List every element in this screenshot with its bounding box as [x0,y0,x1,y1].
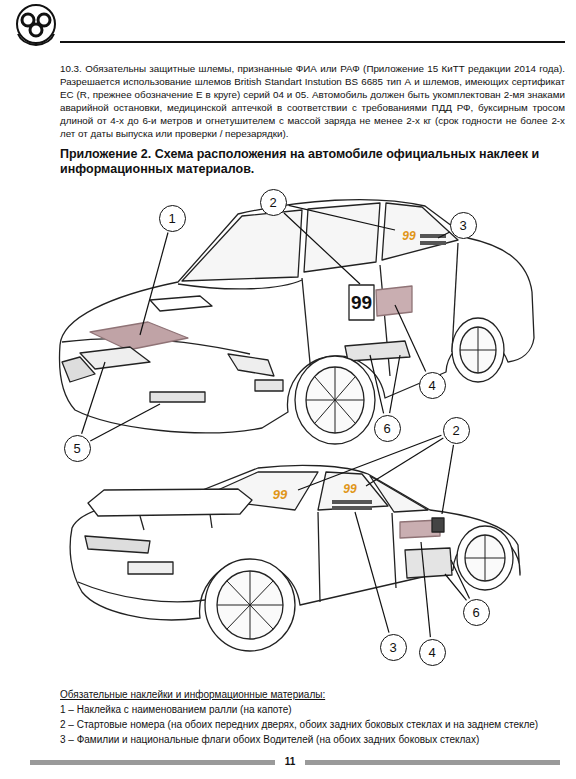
number-plate [349,285,374,320]
callout-number: 3 [450,212,477,239]
logo-mark [30,24,42,36]
rear-spoiler [88,489,252,516]
callout-text: 4 [428,646,435,659]
page-heading: Приложение 2. Схема расположения на авто… [60,147,565,177]
callout-number: 5 [64,435,91,462]
name-strip [332,500,372,504]
name-strip [420,241,446,245]
car-rear-view [70,465,520,651]
bumper-sticker [150,392,205,402]
plate-area [128,562,173,574]
door-line [318,512,396,602]
leader-line [90,404,160,441]
leader-line [390,355,400,413]
callout-text: 4 [428,379,435,392]
rim-spokes [217,571,283,639]
callout-number: 2 [443,417,470,444]
callout-number: 4 [419,639,446,666]
leader-line [370,355,384,413]
leader-line [82,362,105,434]
door-sticker [376,286,412,316]
logo-ring [17,5,55,43]
callout-number: 4 [419,372,446,399]
windshield [182,210,302,281]
rim [460,327,496,373]
rim [465,535,505,581]
leader-line [355,512,389,633]
callout-number: 3 [380,634,407,661]
leader-line [298,435,441,490]
start-number: 99 [273,487,287,503]
wheel [205,559,295,651]
door-strip [345,341,410,361]
hood-scoop [150,296,212,311]
callout-number: 6 [374,415,401,442]
leader-line [438,232,450,238]
rear-side-window [318,472,388,510]
spoiler-stand [140,514,212,530]
rim [306,367,364,433]
tail-light [85,536,150,553]
side-window [304,203,380,272]
door-strip [405,548,452,578]
callout-text: 6 [472,606,479,619]
callout-text: 1 [168,212,175,225]
rim [217,571,283,639]
callout-text: 3 [389,641,396,654]
leader-lines [82,205,470,637]
name-strip [332,506,372,510]
callout-number: 2 [260,189,287,216]
hood-sticker [90,322,188,350]
footer-bar [30,760,275,765]
number-plate [432,518,444,532]
grille [62,357,95,382]
logo-wreath [18,34,54,45]
page-number: 11 [285,755,296,768]
wheel [295,356,375,444]
leader-line [140,233,168,336]
leader-line [421,542,430,637]
callout-text: 2 [452,424,459,437]
leader-line [451,560,470,599]
header-rule [60,41,565,43]
rim-spokes [460,327,496,373]
list-item: 2 – Стартовые номера (на обоих передних … [60,718,572,731]
start-number: 99 [343,482,356,497]
footer-bar [305,760,560,765]
body-paragraph: 10.3. Обязательны защитные шлемы, призна… [60,62,565,140]
logo-emblem [17,5,55,45]
leader-line [366,438,443,486]
wheel [457,526,513,590]
rear-side-window [382,203,458,260]
leader-line [289,205,395,230]
leader-line [395,305,426,371]
rim-spokes [465,535,505,581]
leader-line [445,574,467,600]
car-body [70,465,520,620]
callout-text: 6 [383,422,390,435]
leader-line [442,445,454,514]
rim-spokes [306,367,364,433]
callout-number: 1 [159,205,186,232]
side-window [370,476,428,512]
start-number: 99 [402,229,415,244]
callout-text: 5 [73,442,80,455]
start-number: 99 [351,291,372,315]
callout-text: 2 [269,196,276,209]
list-item: 1 – Наклейка с наименованием ралли (на к… [60,703,572,716]
side-marker [255,380,283,391]
leader-line [284,213,360,284]
hood-edge [178,280,302,289]
headlight [80,347,150,369]
list-heading: Обязательные наклейки и информационные м… [60,688,570,701]
headlight [228,354,274,376]
callout-text: 3 [459,219,466,232]
car-front-view [60,200,534,444]
list-item: 3 – Фамилии и национальные флаги обоих В… [60,733,572,746]
rear-bumper [78,582,205,602]
wheel [452,318,504,382]
callout-number: 6 [463,599,490,626]
